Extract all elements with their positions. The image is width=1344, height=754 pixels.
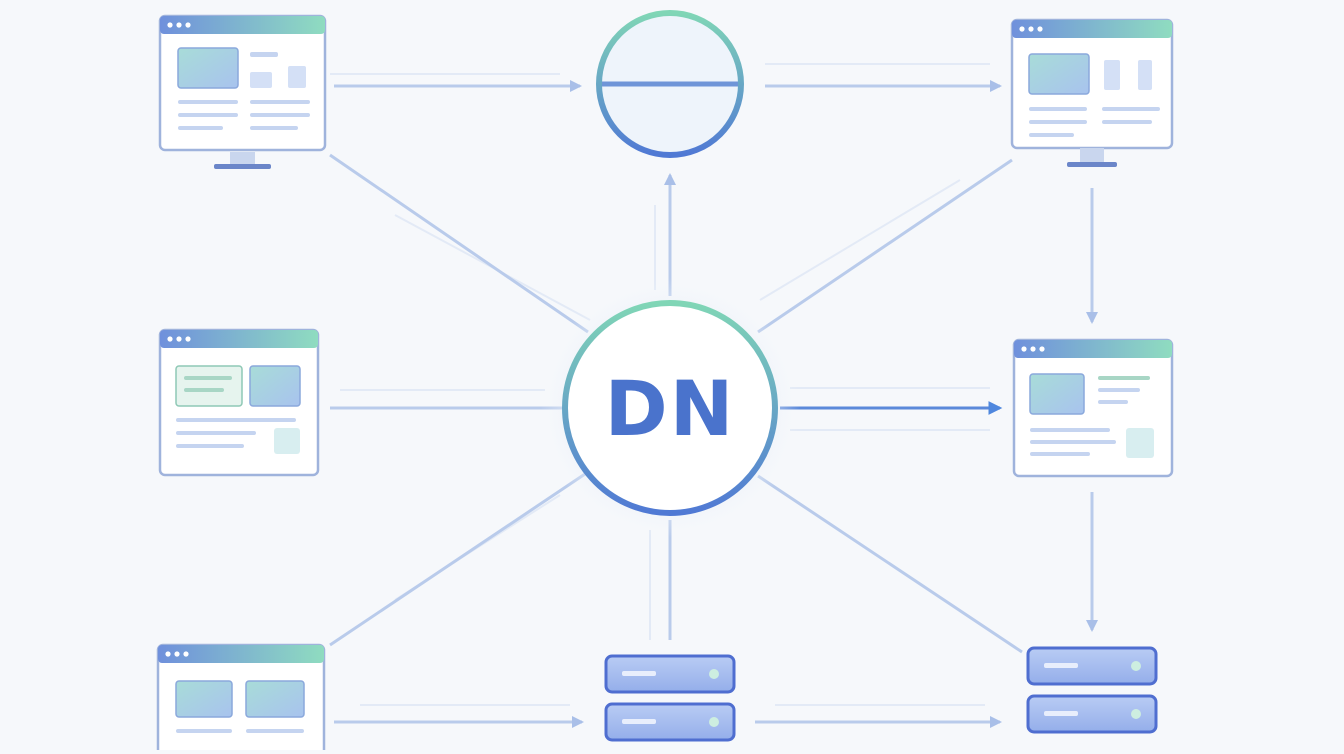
text-line <box>1102 107 1160 111</box>
window-dot-icon <box>176 22 182 28</box>
text-line <box>1098 376 1150 380</box>
text-line <box>250 126 298 130</box>
edge-hub-to-browser-top-right <box>757 158 1013 334</box>
window-dot-icon <box>167 22 173 28</box>
text-block <box>250 72 272 88</box>
window-dot-icon <box>1028 26 1034 32</box>
server-slot <box>1044 663 1078 668</box>
text-line <box>1030 452 1090 456</box>
server-slot <box>622 719 656 724</box>
monitor-neck <box>230 152 255 164</box>
text-line <box>1029 107 1087 111</box>
image-placeholder-icon <box>177 47 239 89</box>
window-dot-icon <box>176 336 182 342</box>
text-block <box>1104 60 1120 90</box>
window-dot-icon <box>165 651 171 657</box>
browser-mid-right <box>1012 338 1174 478</box>
text-line <box>176 431 256 435</box>
text-line <box>1030 440 1116 444</box>
server-led-icon <box>709 669 719 679</box>
monitor-stand-icon <box>214 164 271 169</box>
monitor-stand-icon <box>1067 162 1117 167</box>
text-line <box>178 113 238 117</box>
window-title-bar <box>160 16 325 34</box>
window-dot-icon <box>1030 346 1036 352</box>
server-led-icon <box>1131 709 1141 719</box>
browser-top-right <box>1010 18 1174 167</box>
browser-top-left <box>158 14 327 169</box>
dn-hub: DN <box>540 278 800 538</box>
text-line <box>1030 428 1110 432</box>
globe-icon <box>596 10 744 158</box>
server-slot <box>622 671 656 676</box>
text-card <box>175 365 243 407</box>
window-dot-icon <box>174 651 180 657</box>
image-placeholder-icon <box>1029 373 1085 415</box>
window-title-bar <box>1014 340 1172 358</box>
text-line <box>184 388 224 392</box>
text-line <box>1102 120 1152 124</box>
text-line <box>1098 388 1140 392</box>
thumbnail-block <box>1126 428 1154 458</box>
hub-label: DN <box>605 364 736 453</box>
thumbnail-block <box>274 428 300 454</box>
window-dot-icon <box>167 336 173 342</box>
window-title-bar <box>158 645 324 663</box>
window-title-bar <box>1012 20 1172 38</box>
server-unit <box>604 654 736 694</box>
server-slot <box>1044 711 1078 716</box>
text-block <box>1138 60 1152 90</box>
server-bottom-center <box>604 654 736 742</box>
text-line <box>1029 120 1087 124</box>
server-unit <box>1026 646 1158 686</box>
image-placeholder-icon <box>1028 53 1090 95</box>
window-dot-icon <box>185 22 191 28</box>
window-dot-icon <box>185 336 191 342</box>
edge-hub-to-browser-top-left <box>329 153 589 334</box>
text-block <box>288 66 306 88</box>
text-line <box>1098 400 1128 404</box>
server-bottom-right <box>1026 646 1158 734</box>
window-dot-icon <box>183 651 189 657</box>
text-line <box>176 729 232 733</box>
image-placeholder-icon <box>249 365 301 407</box>
text-line <box>176 444 244 448</box>
window-dot-icon <box>1039 346 1045 352</box>
server-unit <box>604 702 736 742</box>
window-dot-icon <box>1021 346 1027 352</box>
server-led-icon <box>1131 661 1141 671</box>
browser-bottom-left <box>156 643 326 754</box>
window-dot-icon <box>1019 26 1025 32</box>
text-line <box>250 113 310 117</box>
monitor-neck <box>1080 148 1104 162</box>
window-dot-icon <box>1037 26 1043 32</box>
text-line <box>178 126 223 130</box>
text-line <box>250 100 310 104</box>
shadow-line <box>759 179 961 301</box>
image-placeholder-icon <box>175 680 233 718</box>
text-line <box>176 418 296 422</box>
edge-hub-to-server-bottom-right <box>757 474 1023 654</box>
hub-circle-icon <box>562 300 778 516</box>
text-line <box>184 376 232 380</box>
text-line <box>1029 133 1074 137</box>
connections <box>329 63 1098 728</box>
edge-hub-to-browser-bottom-left <box>329 472 586 647</box>
server-led-icon <box>709 717 719 727</box>
text-line <box>178 100 238 104</box>
text-line <box>250 52 278 57</box>
globe <box>596 10 744 158</box>
window-title-bar <box>160 330 318 348</box>
image-placeholder-icon <box>245 680 305 718</box>
text-line <box>246 729 304 733</box>
browser-mid-left <box>158 328 320 477</box>
server-unit <box>1026 694 1158 734</box>
